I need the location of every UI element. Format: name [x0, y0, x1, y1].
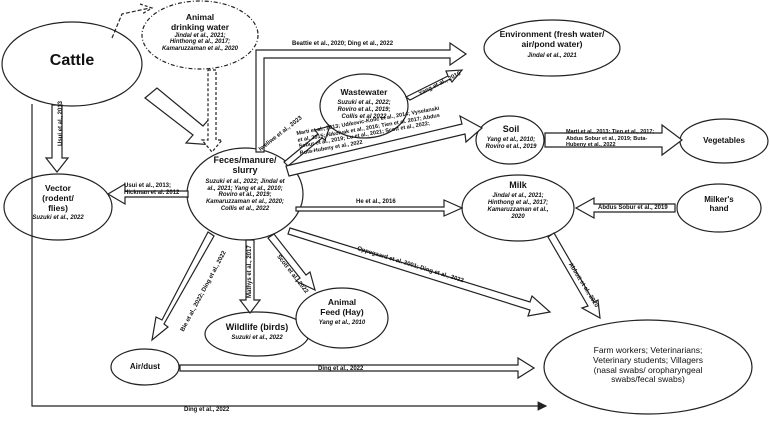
milkers-hand-node-shape [676, 183, 762, 233]
arrow-feces-to-milk [295, 199, 464, 217]
feces-label: Feces/manure/ slurry [213, 155, 277, 176]
air-dust-node: Air/dust [116, 362, 174, 371]
arrow-milk-to-farm-workers [547, 232, 601, 320]
arrow-feces-to-farm-workers [287, 227, 552, 317]
arrow-feces-to-wastewater [283, 125, 331, 167]
edge-label-soil-to-vegetables: Marti et al., 2013; Tien et al., 2017; A… [566, 129, 655, 149]
wastewater-node-shape [319, 73, 409, 139]
environment-citation: Jindal et al., 2021 [527, 52, 577, 59]
soil-node: Soil Yang et al., 2010; Roviro et al., 2… [478, 124, 544, 151]
edge-label-to-environment: Beattie et al., 2020; Ding et al., 2022 [292, 41, 394, 47]
vector-node-shape [3, 173, 113, 241]
soil-label: Soil [502, 124, 520, 134]
vector-node: Vector (rodent/ flies) Suzuki et al., 20… [14, 183, 102, 222]
feces-node: Feces/manure/ slurry Suzuki et al., 2022… [192, 155, 298, 213]
animal-feed-node-shape [295, 287, 389, 349]
farm-workers-node-shape [543, 319, 753, 415]
milkers-hand-label: Milker's hand [704, 195, 734, 214]
soil-citation: Yang et al., 2010; Roviro et al., 2019 [485, 137, 537, 151]
edge-label-cattle-to-farm: Ding et al., 2022 [184, 407, 230, 413]
milk-citation: Jindal et al., 2021; Hinthong et al., 20… [487, 193, 549, 221]
air-dust-label: Air/dust [129, 362, 161, 371]
arrow-feces-to-environment [255, 41, 468, 153]
cattle-node-shape [1, 21, 143, 107]
vegetables-label: Vegetables [703, 136, 745, 145]
environment-label: Environment (fresh water/ air/pond water… [499, 29, 605, 49]
environment-node-shape [483, 19, 621, 77]
drinking-water-node-shape [141, 0, 259, 70]
arrow-feces-to-vector [106, 182, 189, 206]
drinking-water-loop-head [139, 3, 154, 15]
arrow-wastewater-to-environment [404, 69, 464, 101]
vector-citation: Suzuki et al., 2022 [32, 215, 84, 222]
arrow-air-to-farm-workers [179, 356, 536, 380]
wastewater-citation: Suzuki et al., 2022; Roviro et al., 2019… [337, 99, 391, 120]
drinking-water-label: Animal drinking water [170, 12, 230, 32]
arrow-drinking-water-to-feces [200, 69, 224, 153]
soil-node-shape [475, 115, 545, 165]
wildlife-node: Wildlife (birds) Suzuki et al., 2022 [210, 322, 304, 342]
edge-label-to-milk: He et al., 2016 [356, 199, 396, 205]
farm-workers-node: Farm workers; Veterinarians; Veterinary … [550, 345, 746, 385]
edge-label-to-wildlife: Mathys et al., 2017 [247, 245, 253, 298]
animal-feed-node: Animal Feed (Hay) Yang et al., 2010 [302, 297, 382, 326]
air-dust-node-shape [110, 348, 180, 386]
edge-label-air-to-farm: Ding et al., 2022 [318, 366, 364, 372]
arrow-cattle-to-feces [144, 87, 215, 146]
cattle-node: Cattle [22, 52, 122, 70]
wildlife-citation: Suzuki et al., 2022 [231, 335, 283, 342]
wildlife-label: Wildlife (birds) [225, 322, 289, 332]
farm-workers-label: Farm workers; Veterinarians; Veterinary … [593, 345, 703, 385]
milk-node: Milk Jindal et al., 2021; Hinthong et al… [470, 180, 566, 221]
arrow-cattle-to-farm-workers [31, 104, 548, 411]
drinking-water-loop-line [111, 7, 151, 39]
arrow-cattle-to-vector [44, 104, 70, 173]
arrow-soil-to-vegetables [544, 123, 683, 157]
wastewater-label: Wastewater [340, 87, 388, 97]
cattle-label: Cattle [49, 52, 95, 69]
environment-node: Environment (fresh water/ air/pond water… [492, 29, 612, 59]
wastewater-node: Wastewater Suzuki et al., 2022; Roviro e… [324, 87, 404, 120]
edge-label-cattle-to-vector: Usui et al., 2013 [58, 100, 64, 146]
edge-label-hand-to-milk: Abdus Sobur et al., 2019 [598, 205, 668, 211]
milkers-hand-node: Milker's hand [682, 195, 756, 213]
vegetables-node: Vegetables [684, 136, 764, 145]
feces-citation: Suzuki et al., 2022; Jindal et al., 2021… [205, 178, 285, 213]
animal-feed-citation: Yang et al., 2010 [318, 319, 366, 326]
arrow-hand-to-milk [574, 196, 676, 220]
animal-feed-label: Animal Feed (Hay) [320, 297, 364, 317]
milk-label: Milk [509, 180, 527, 190]
arrow-feces-to-air [151, 231, 215, 342]
drinking-water-node: Animal drinking water Jindal et al., 202… [150, 12, 250, 53]
arrow-feces-to-wildlife [238, 239, 262, 314]
arrow-feces-to-animal-feed [267, 233, 316, 292]
drinking-water-citation: Jindal et al., 2021; Hinthong et al., 20… [161, 32, 239, 53]
vector-label: Vector (rodent/ flies) [42, 183, 74, 213]
arrow-feces-to-soil [285, 114, 484, 177]
edge-label-feces-to-vector: Usui et al., 2013; Hickman et al. 2012 [124, 183, 180, 197]
